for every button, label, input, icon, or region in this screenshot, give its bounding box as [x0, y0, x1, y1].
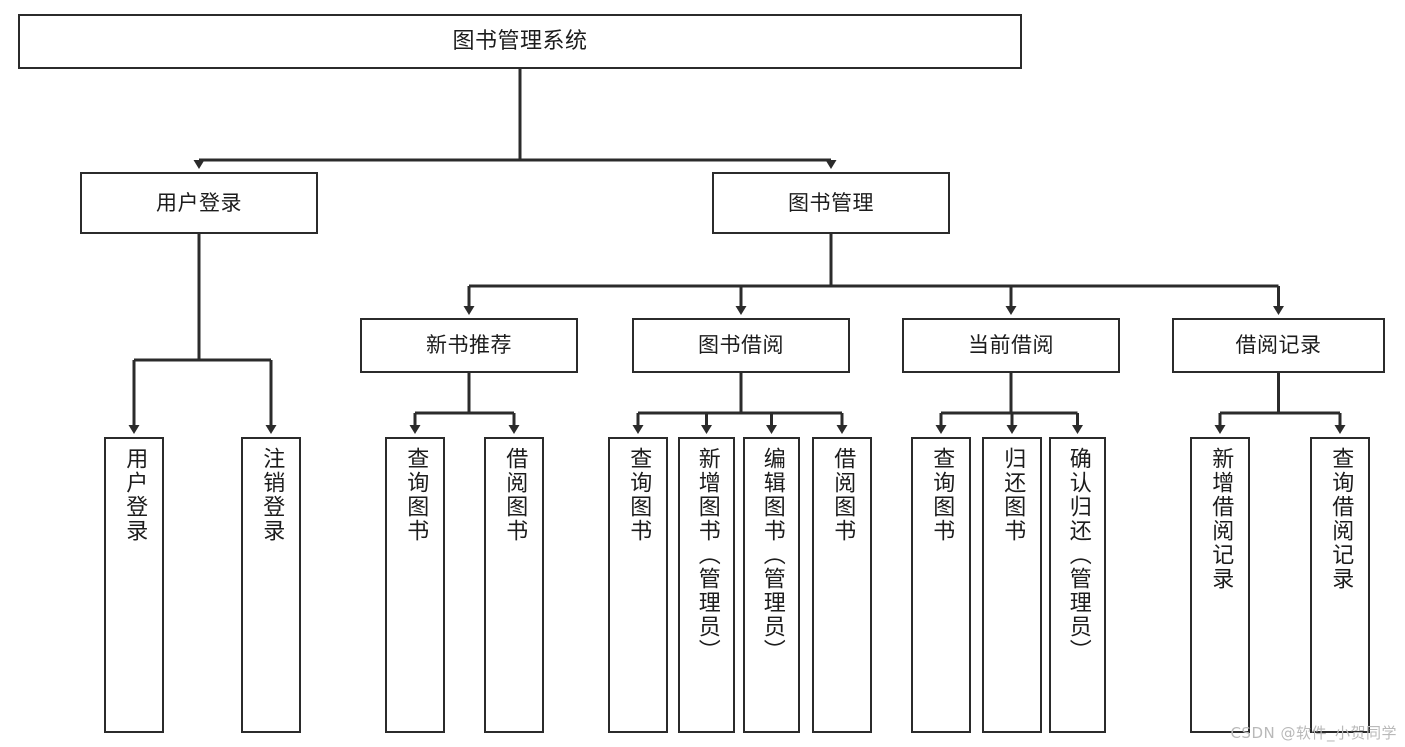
node-current-borrow-label: 当前借阅: [968, 333, 1054, 358]
node-leaf-borrow-book-2[interactable]: 借阅图书: [812, 437, 872, 733]
node-leaf-query-book-1-label: 查询图书: [403, 447, 429, 543]
node-leaf-confirm-return[interactable]: 确认归还（管理员）: [1049, 437, 1106, 733]
watermark-text: CSDN @软件_小贺同学: [1230, 724, 1397, 742]
node-leaf-query-record[interactable]: 查询借阅记录: [1310, 437, 1370, 733]
node-leaf-return-book[interactable]: 归还图书: [982, 437, 1042, 733]
node-current-borrow[interactable]: 当前借阅: [902, 318, 1120, 373]
node-book-manage-label: 图书管理: [788, 190, 874, 215]
node-leaf-edit-book[interactable]: 编辑图书（管理员）: [743, 437, 800, 733]
node-book-borrow-label: 图书借阅: [698, 333, 784, 358]
node-root-label: 图书管理系统: [452, 28, 588, 54]
node-leaf-return-book-label: 归还图书: [1000, 447, 1026, 543]
node-leaf-query-book-3[interactable]: 查询图书: [911, 437, 971, 733]
node-user-login-label: 用户登录: [156, 190, 242, 215]
node-borrow-record-label: 借阅记录: [1235, 333, 1322, 358]
node-leaf-edit-book-label: 编辑图书（管理员）: [759, 447, 785, 663]
node-book-manage[interactable]: 图书管理: [712, 172, 950, 234]
node-leaf-query-record-label: 查询借阅记录: [1328, 447, 1354, 591]
node-leaf-logout[interactable]: 注销登录: [241, 437, 301, 733]
node-user-login[interactable]: 用户登录: [80, 172, 318, 234]
node-new-book-recommend[interactable]: 新书推荐: [360, 318, 578, 373]
node-leaf-add-book[interactable]: 新增图书（管理员）: [678, 437, 735, 733]
node-leaf-confirm-return-label: 确认归还（管理员）: [1065, 447, 1091, 663]
node-root[interactable]: 图书管理系统: [18, 14, 1022, 69]
node-leaf-borrow-book-1[interactable]: 借阅图书: [484, 437, 544, 733]
node-leaf-add-record-label: 新增借阅记录: [1208, 447, 1234, 591]
node-leaf-query-book-2[interactable]: 查询图书: [608, 437, 668, 733]
node-new-book-recommend-label: 新书推荐: [426, 333, 512, 358]
node-leaf-query-book-2-label: 查询图书: [626, 447, 652, 543]
node-borrow-record[interactable]: 借阅记录: [1172, 318, 1385, 373]
node-book-borrow[interactable]: 图书借阅: [632, 318, 850, 373]
node-leaf-add-record[interactable]: 新增借阅记录: [1190, 437, 1250, 733]
node-leaf-logout-label: 注销登录: [259, 447, 285, 543]
node-leaf-query-book-1[interactable]: 查询图书: [385, 437, 445, 733]
node-leaf-query-book-3-label: 查询图书: [929, 447, 955, 543]
node-leaf-user-login-label: 用户登录: [122, 447, 148, 543]
node-leaf-user-login[interactable]: 用户登录: [104, 437, 164, 733]
node-leaf-borrow-book-2-label: 借阅图书: [830, 447, 856, 543]
node-leaf-borrow-book-1-label: 借阅图书: [502, 447, 528, 543]
node-leaf-add-book-label: 新增图书（管理员）: [694, 447, 720, 663]
